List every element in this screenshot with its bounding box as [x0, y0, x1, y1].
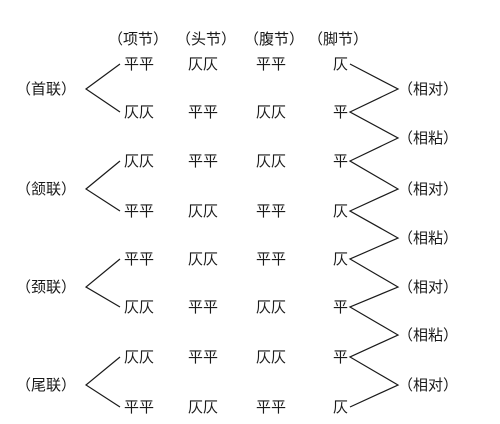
left-bracket-1	[84, 63, 121, 113]
line-2-seg-3: 仄仄	[256, 103, 287, 121]
line-8-seg-3: 平平	[256, 398, 287, 416]
line-1-seg-3: 平平	[256, 55, 287, 73]
line-3-seg-2: 平平	[188, 152, 219, 170]
relation-dui-1: （相对）	[398, 80, 459, 98]
line-6-seg-1: 仄仄	[124, 298, 155, 316]
line-6-seg-3: 仄仄	[256, 298, 287, 316]
line-4-seg-1: 平平	[124, 202, 155, 220]
line-8-seg-2: 仄仄	[188, 398, 219, 416]
left-bracket-3	[84, 258, 121, 308]
line-7-seg-3: 仄仄	[256, 348, 287, 366]
relation-dui-2: （相对）	[398, 180, 459, 198]
line-3-seg-3: 仄仄	[256, 152, 287, 170]
line-1-seg-4: 仄	[333, 55, 349, 73]
relation-nian-3: （相粘）	[398, 326, 459, 344]
line-5-seg-4: 仄	[333, 250, 349, 268]
couplet-label-jing: （颈联）	[16, 278, 77, 296]
line-4-seg-4: 仄	[333, 202, 349, 220]
line-2-seg-4: 平	[333, 103, 349, 121]
line-8-seg-4: 仄	[333, 398, 349, 416]
line-7-seg-2: 平平	[188, 348, 219, 366]
header-tou-jie: （头节）	[176, 30, 237, 48]
line-1-seg-1: 平平	[124, 55, 155, 73]
line-6-seg-4: 平	[333, 298, 349, 316]
line-2-seg-1: 仄仄	[124, 103, 155, 121]
relation-dui-3: （相对）	[398, 278, 459, 296]
line-4-seg-2: 仄仄	[188, 202, 219, 220]
right-zigzag	[348, 63, 400, 408]
couplet-label-han: （颔联）	[16, 180, 77, 198]
header-fu-jie: （腹节）	[244, 30, 305, 48]
header-xiang-jie: （项节）	[108, 30, 169, 48]
line-3-seg-4: 平	[333, 152, 349, 170]
couplet-label-shou: （首联）	[16, 80, 77, 98]
line-8-seg-1: 平平	[124, 398, 155, 416]
line-2-seg-2: 平平	[188, 103, 219, 121]
line-7-seg-4: 平	[333, 348, 349, 366]
line-5-seg-2: 仄仄	[188, 250, 219, 268]
left-bracket-4	[84, 356, 121, 408]
line-7-seg-1: 仄仄	[124, 348, 155, 366]
line-4-seg-3: 平平	[256, 202, 287, 220]
header-jiao-jie: （脚节）	[308, 30, 369, 48]
left-bracket-2	[84, 160, 121, 212]
relation-nian-1: （相粘）	[398, 129, 459, 147]
relation-dui-4: （相对）	[398, 376, 459, 394]
couplet-label-wei: （尾联）	[16, 376, 77, 394]
line-1-seg-2: 仄仄	[188, 55, 219, 73]
line-3-seg-1: 仄仄	[124, 152, 155, 170]
line-6-seg-2: 平平	[188, 298, 219, 316]
line-5-seg-1: 平平	[124, 250, 155, 268]
line-5-seg-3: 平平	[256, 250, 287, 268]
relation-nian-2: （相粘）	[398, 229, 459, 247]
